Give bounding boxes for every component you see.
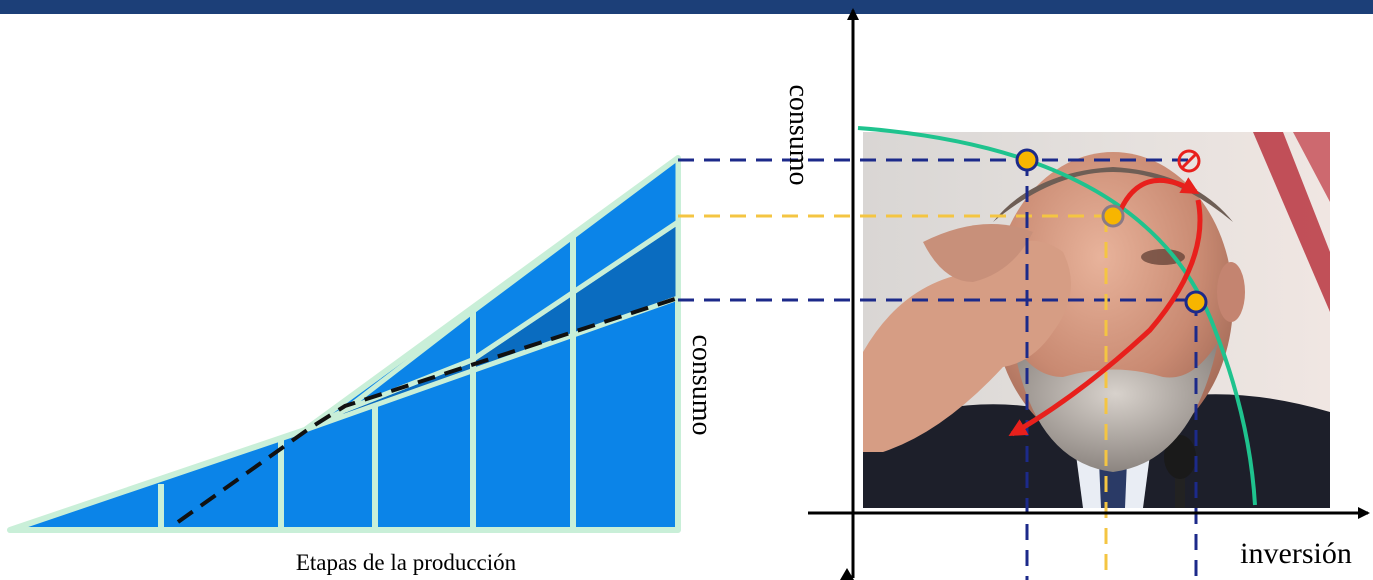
- point-top-left: [1015, 148, 1039, 172]
- projection-guides: [678, 158, 1198, 580]
- point-unattainable: [1177, 149, 1201, 173]
- triangle-outer-body: [7, 155, 681, 533]
- triangle-top-band: [342, 155, 681, 413]
- photo-man-rubbing-eye: [863, 132, 1330, 508]
- movement-arrows: [1008, 177, 1203, 437]
- arrow-to-unattainable-point: [1115, 177, 1200, 217]
- ppf-points: [1015, 148, 1208, 314]
- y-axis-label: consumo: [783, 84, 814, 185]
- x-axis-label: inversión: [1240, 537, 1352, 570]
- header-bar: [0, 0, 1373, 14]
- lower-axis-arrow-tip: [840, 568, 854, 580]
- dashed-reduced-output-line: [176, 296, 679, 524]
- point-middle: [1101, 204, 1125, 228]
- arrow-to-collapse: [1008, 199, 1203, 437]
- triangle-caption: Etapas de la producción: [296, 550, 517, 575]
- ppf-curve: [857, 126, 1257, 506]
- point-lower-right: [1184, 290, 1208, 314]
- photo-illustration: [863, 132, 1330, 508]
- triangle-side-label: consumo: [686, 334, 717, 435]
- ppf-axes: consumo inversión: [783, 8, 1370, 580]
- hayekian-triangle: Etapas de la producción consumo: [7, 155, 717, 575]
